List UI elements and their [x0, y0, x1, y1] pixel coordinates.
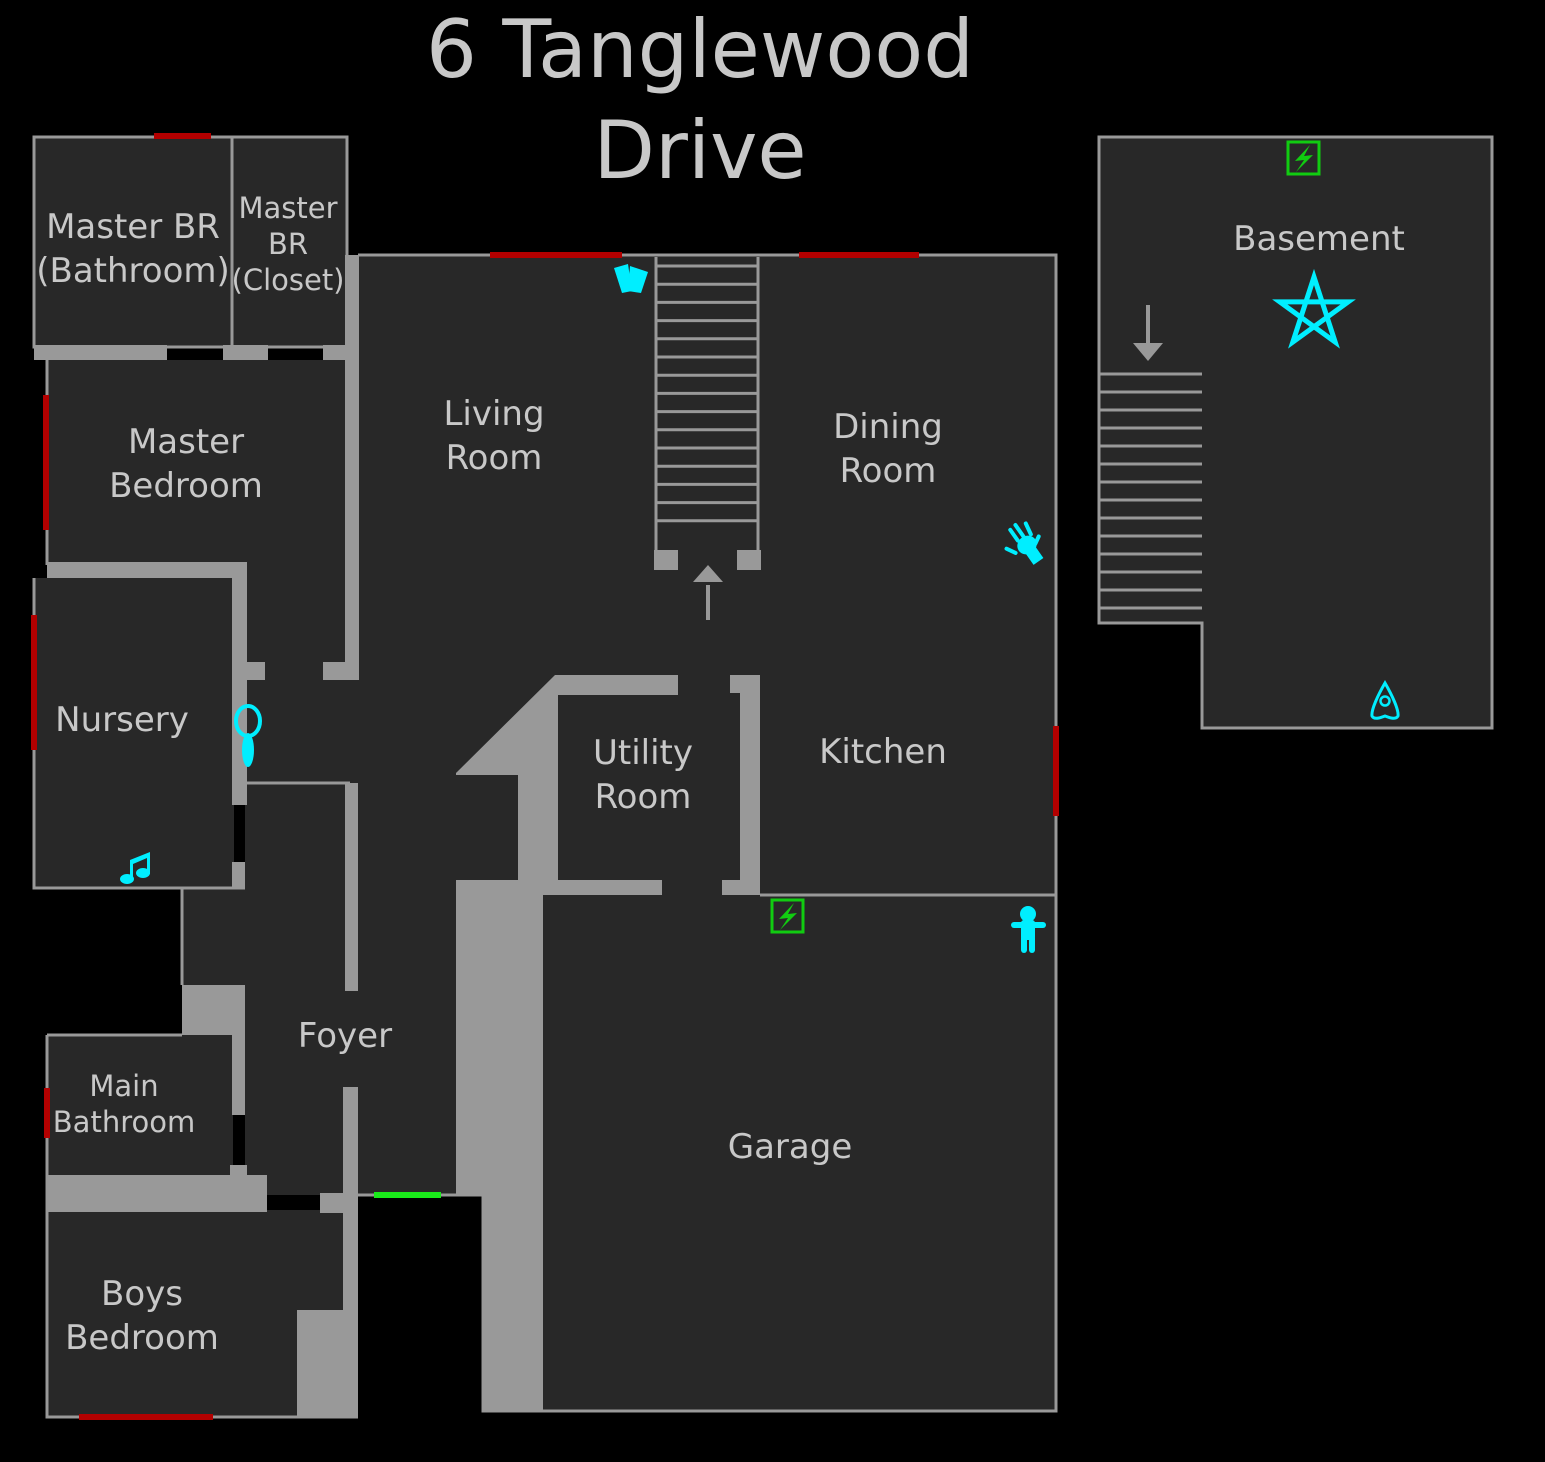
label-master-br-closet-2: BR [268, 227, 308, 261]
label-utility-room: Utility [593, 733, 693, 773]
stairs-down-arrow-icon [1133, 305, 1163, 361]
haunted-mirror-icon[interactable] [234, 704, 262, 767]
label-dining-room-2: Room [840, 451, 937, 491]
label-dining-room: Dining [833, 407, 943, 447]
map-title-line2: Drive [593, 104, 806, 197]
label-nursery: Nursery [55, 700, 189, 740]
label-garage: Garage [728, 1127, 853, 1167]
main-floor [34, 255, 1056, 1417]
voodoo-doll-icon[interactable] [1011, 906, 1046, 953]
fuse-box-icon[interactable] [770, 898, 805, 934]
label-master-br-bathroom: Master BR [46, 207, 220, 247]
basement[interactable] [1097, 135, 1494, 730]
summoning-circle-icon[interactable] [1272, 268, 1356, 349]
label-master-br-closet: Master [238, 191, 337, 225]
main-staircase[interactable] [654, 257, 760, 570]
music-box-icon[interactable] [120, 852, 150, 884]
map-title-line1: 6 Tanglewood [426, 3, 974, 96]
label-kitchen: Kitchen [819, 732, 947, 772]
label-master-bedroom: Master [128, 422, 244, 462]
label-master-br-bathroom-2: (Bathroom) [36, 251, 230, 291]
label-utility-room-2: Room [595, 777, 692, 817]
stairs-up-arrow-icon [693, 565, 723, 620]
interior-walls [34, 255, 761, 1417]
label-main-bathroom: Main [89, 1069, 158, 1103]
room-master-br-closet[interactable] [230, 135, 349, 349]
label-living-room: Living [443, 394, 544, 434]
label-master-br-closet-3: (Closet) [232, 263, 345, 297]
ouija-board-icon[interactable] [1370, 680, 1400, 720]
label-foyer: Foyer [298, 1016, 392, 1056]
label-main-bathroom-2: Bathroom [53, 1105, 195, 1139]
label-boys-bedroom: Boys [101, 1274, 183, 1314]
label-boys-bedroom-2: Bedroom [65, 1318, 219, 1358]
label-basement: Basement [1233, 219, 1405, 259]
hand-print-icon[interactable] [995, 515, 1053, 574]
label-master-bedroom-2: Bedroom [109, 466, 263, 506]
label-living-room-2: Room [446, 438, 543, 478]
tarot-cards-icon[interactable] [614, 264, 648, 293]
fuse-box-icon[interactable] [1286, 140, 1321, 176]
windows [31, 133, 1059, 1420]
